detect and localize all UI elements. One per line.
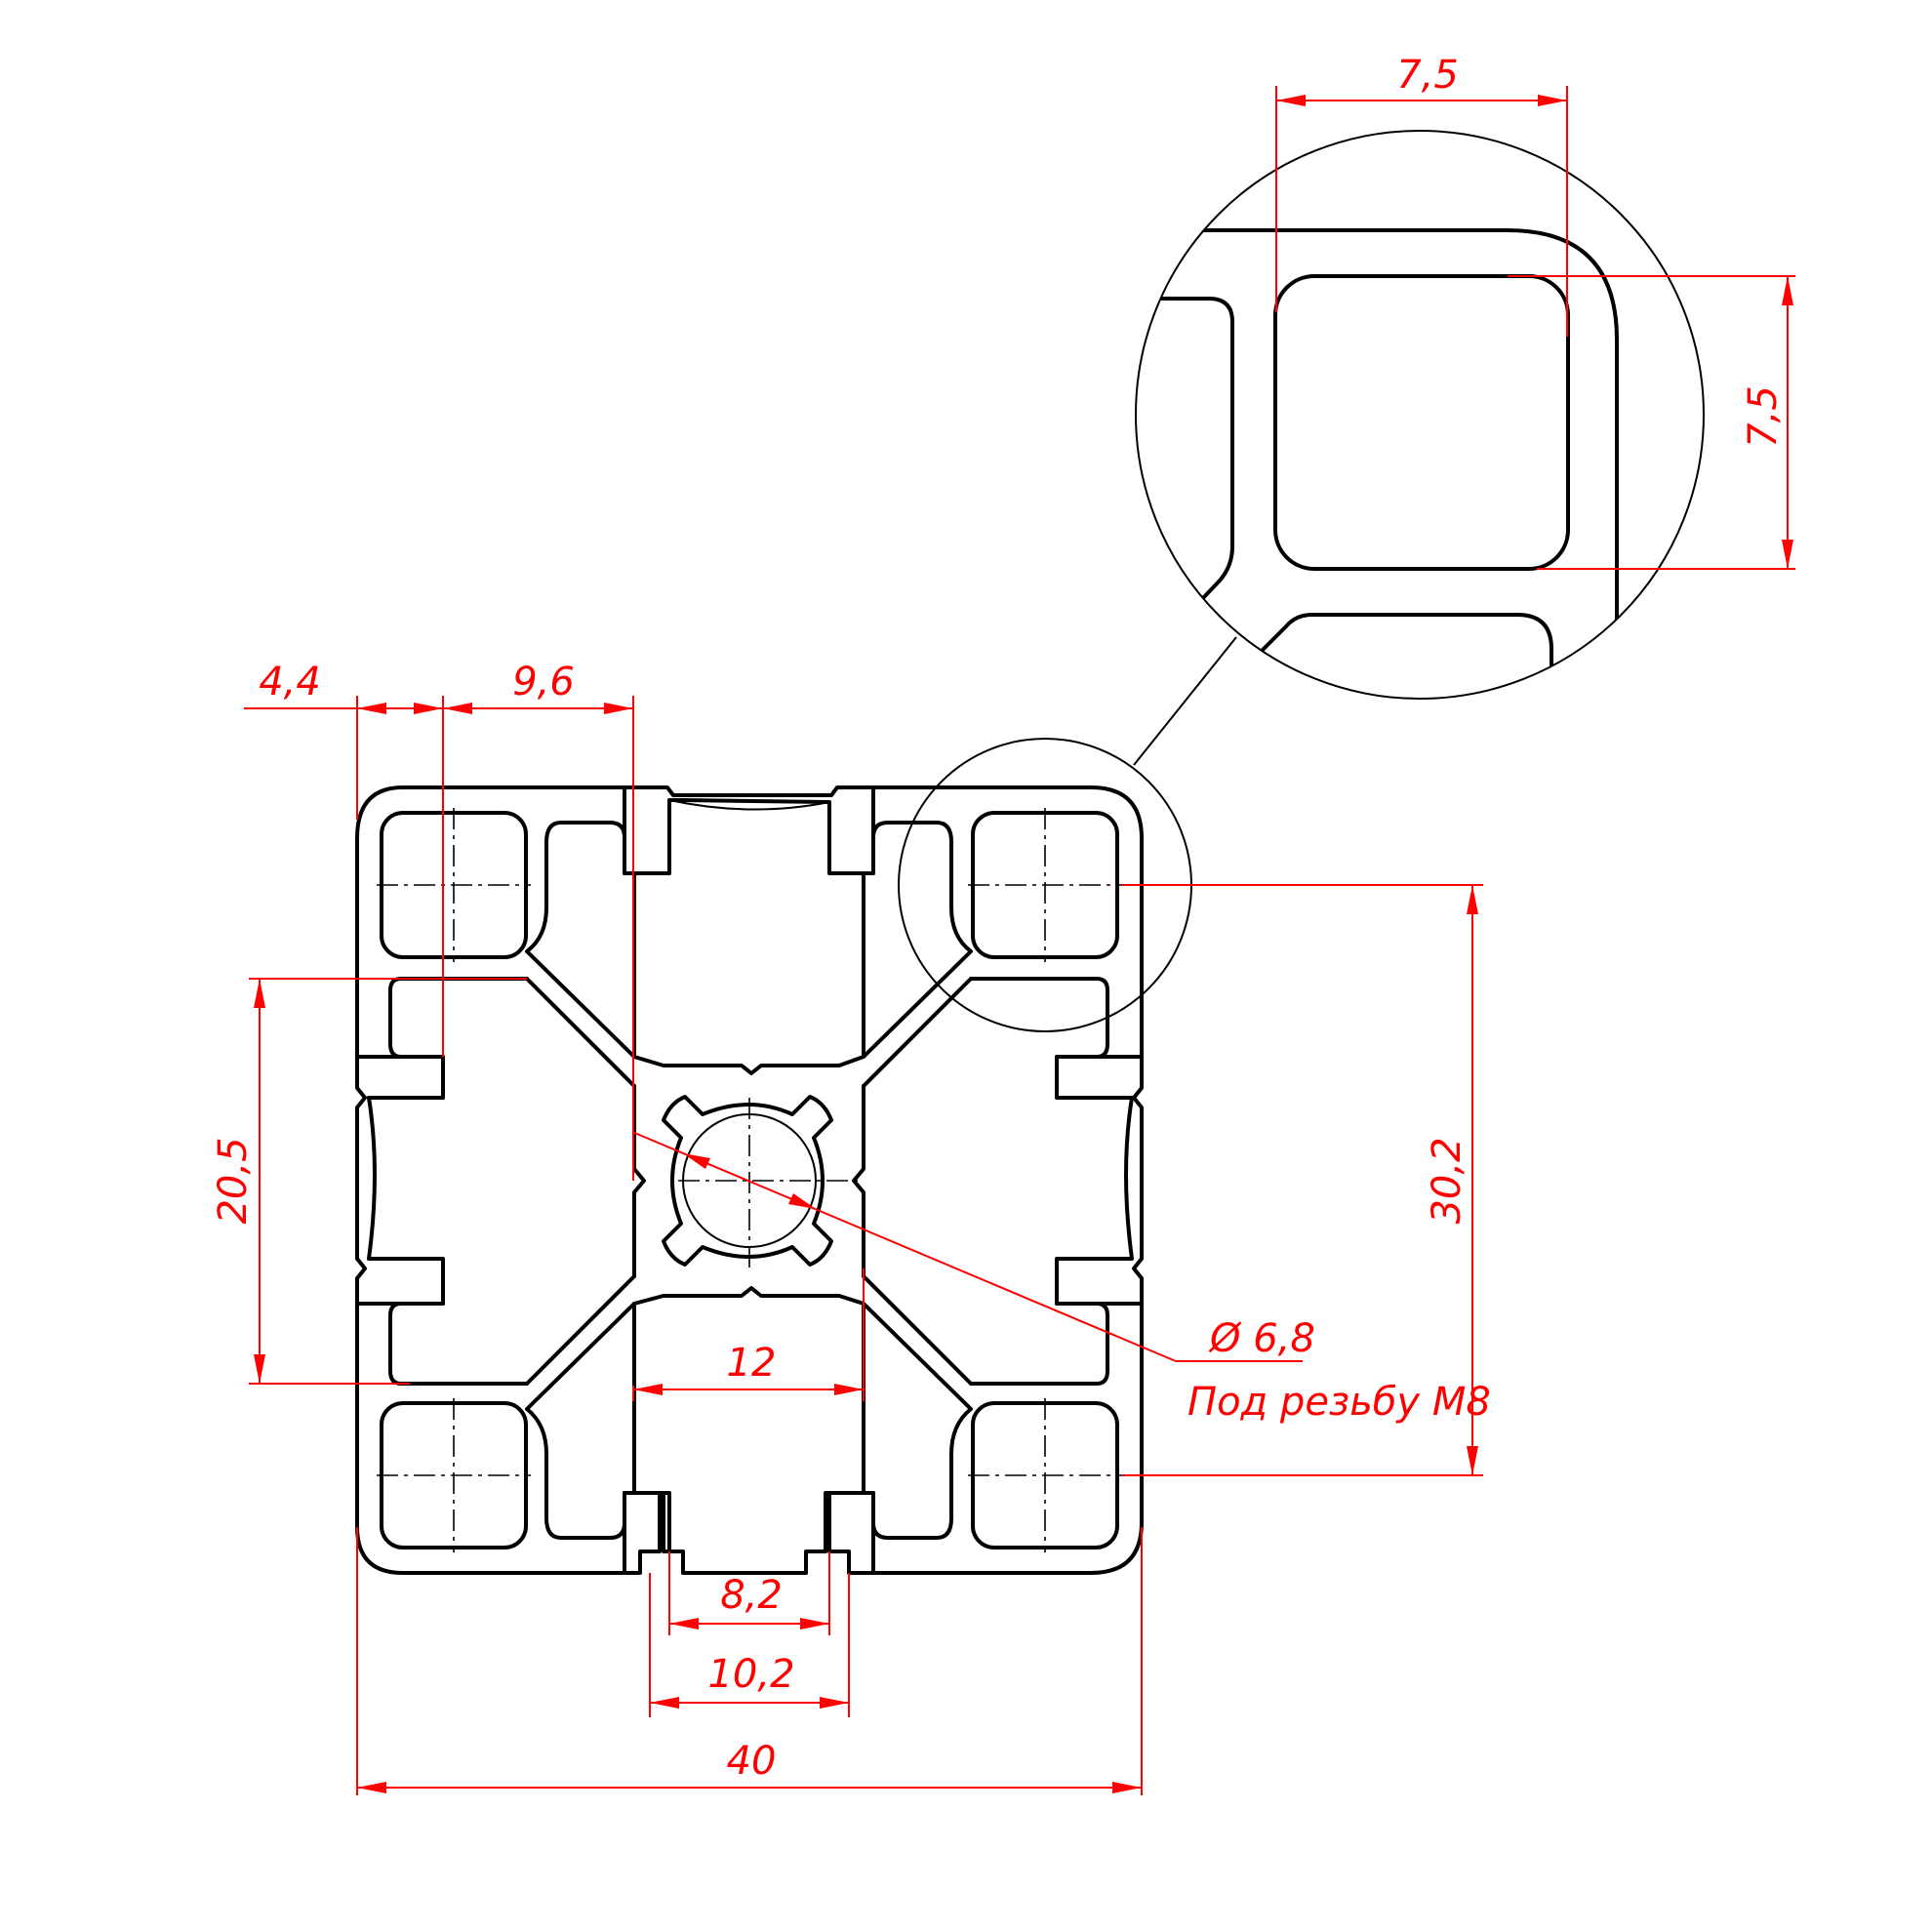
dim-corner-offset: 9,6 <box>512 660 575 704</box>
cavity-left-upper <box>367 977 529 1100</box>
dim-thread-note: Под резьбу М8 <box>1187 1380 1491 1425</box>
dimensions: 7,5 7,5 4,4 9,6 20,5 30,2 <box>211 53 1795 1795</box>
dim-top-detail-width: 7,5 <box>1396 53 1459 98</box>
zoom-corner-hole <box>1273 274 1570 571</box>
centerlines <box>377 808 1122 1552</box>
zoom-lower-cavity <box>1247 613 1553 699</box>
cavity-bottom-right <box>862 1302 973 1540</box>
center-hole <box>662 1095 833 1267</box>
detail-zoom-content <box>1136 228 1619 699</box>
cavity-right-web-lower <box>862 1274 973 1386</box>
dim-slot-inner-width: 8,2 <box>720 1573 783 1618</box>
dim-hole-diameter: Ø 6,8 <box>1208 1316 1315 1361</box>
cavity-bottom-center <box>632 1286 865 1495</box>
cavity-top-right <box>862 821 973 1059</box>
cavity-right-web-upper <box>862 977 973 1088</box>
dim-hole-spacing: 30,2 <box>1425 1137 1469 1224</box>
detail-zoom-circle <box>1135 130 1705 700</box>
cavity-right-lower <box>969 1302 1109 1386</box>
dim-overall-width: 40 <box>727 1739 777 1784</box>
cavity-left-lower <box>388 1302 529 1386</box>
detail-callout <box>898 130 1705 1032</box>
bottom-slot <box>623 1491 875 1575</box>
cavity-left-web-lower <box>525 1274 636 1386</box>
dim-wall-thickness: 4,4 <box>259 660 321 704</box>
profile-cross-section <box>355 785 1144 1575</box>
cavity-left-web-upper <box>525 977 636 1088</box>
cavity-top-left <box>525 821 636 1059</box>
cavity-right-upper <box>969 977 1109 1059</box>
dim-core-width: 12 <box>727 1341 777 1386</box>
detail-leader-line <box>1133 636 1237 766</box>
profile-outer-contour <box>355 785 1144 1575</box>
cavity-top-center <box>632 871 865 1075</box>
right-slot <box>1055 1055 1144 1306</box>
top-slot <box>623 785 875 875</box>
cavity-bottom-left <box>525 1302 636 1540</box>
zoom-outer-contour <box>1136 228 1619 699</box>
left-slot <box>355 1055 445 1306</box>
dim-side-detail-height: 7,5 <box>1741 385 1786 448</box>
top-slot-floor <box>668 799 830 811</box>
dim-slot-outer-width: 10,2 <box>707 1652 794 1697</box>
dim-side-slot-height: 20,5 <box>211 1137 256 1224</box>
zoom-left-cavity <box>1136 297 1234 685</box>
